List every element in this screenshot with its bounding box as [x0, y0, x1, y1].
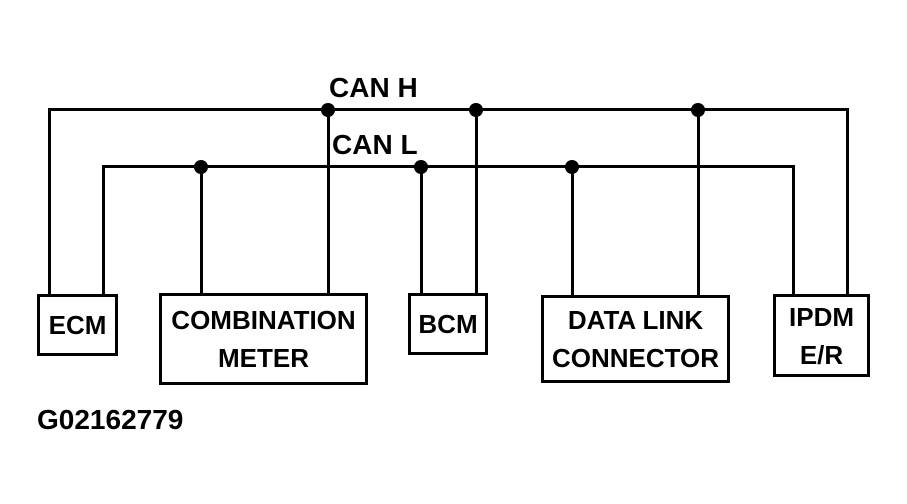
junction-dot-can-h-bcm: [469, 103, 483, 117]
can-h-bus-line: [48, 108, 849, 111]
combination-meter-label-line1: COMBINATION: [171, 305, 356, 335]
bcm-label: BCM: [418, 309, 478, 339]
combination-meter-box: COMBINATION METER: [159, 293, 368, 385]
combination-meter-can-l-lead: [200, 165, 203, 293]
ipdm-er-label-line1: IPDM: [789, 301, 854, 332]
data-link-connector-label-line1: DATA LINK: [567, 305, 704, 335]
ecm-can-h-lead: [48, 108, 51, 294]
ecm-box: ECM: [37, 294, 118, 356]
junction-dot-can-l-data-link-connector: [565, 160, 579, 174]
data-link-connector-can-h-lead: [697, 108, 700, 295]
combination-meter-label-line2: METER: [218, 343, 309, 373]
data-link-connector-label-line2: CONNECTOR: [551, 343, 720, 373]
ecm-can-l-lead: [102, 165, 105, 294]
combination-meter-can-h-lead: [327, 108, 330, 293]
ipdm-er-label-line2: E/R: [799, 339, 844, 370]
can-h-label: CAN H: [329, 72, 418, 103]
figure-id: G02162779: [37, 404, 184, 435]
data-link-connector-can-l-lead: [571, 165, 574, 295]
data-link-connector-box: DATA LINK CONNECTOR: [541, 295, 730, 383]
bcm-can-l-lead: [420, 165, 423, 293]
junction-dot-can-l-combination-meter: [194, 160, 208, 174]
ipdm-er-can-l-lead: [792, 165, 795, 294]
ecm-label: ECM: [48, 310, 107, 340]
junction-dot-can-h-combination-meter: [321, 103, 335, 117]
can-l-bus-line: [102, 165, 795, 168]
bcm-box: BCM: [408, 293, 488, 355]
ipdm-er-can-h-lead: [846, 108, 849, 294]
can-l-label: CAN L: [332, 129, 418, 160]
junction-dot-can-l-bcm: [414, 160, 428, 174]
ipdm-er-box: IPDM E/R: [773, 294, 870, 377]
bcm-can-h-lead: [475, 108, 478, 293]
junction-dot-can-h-data-link-connector: [691, 103, 705, 117]
